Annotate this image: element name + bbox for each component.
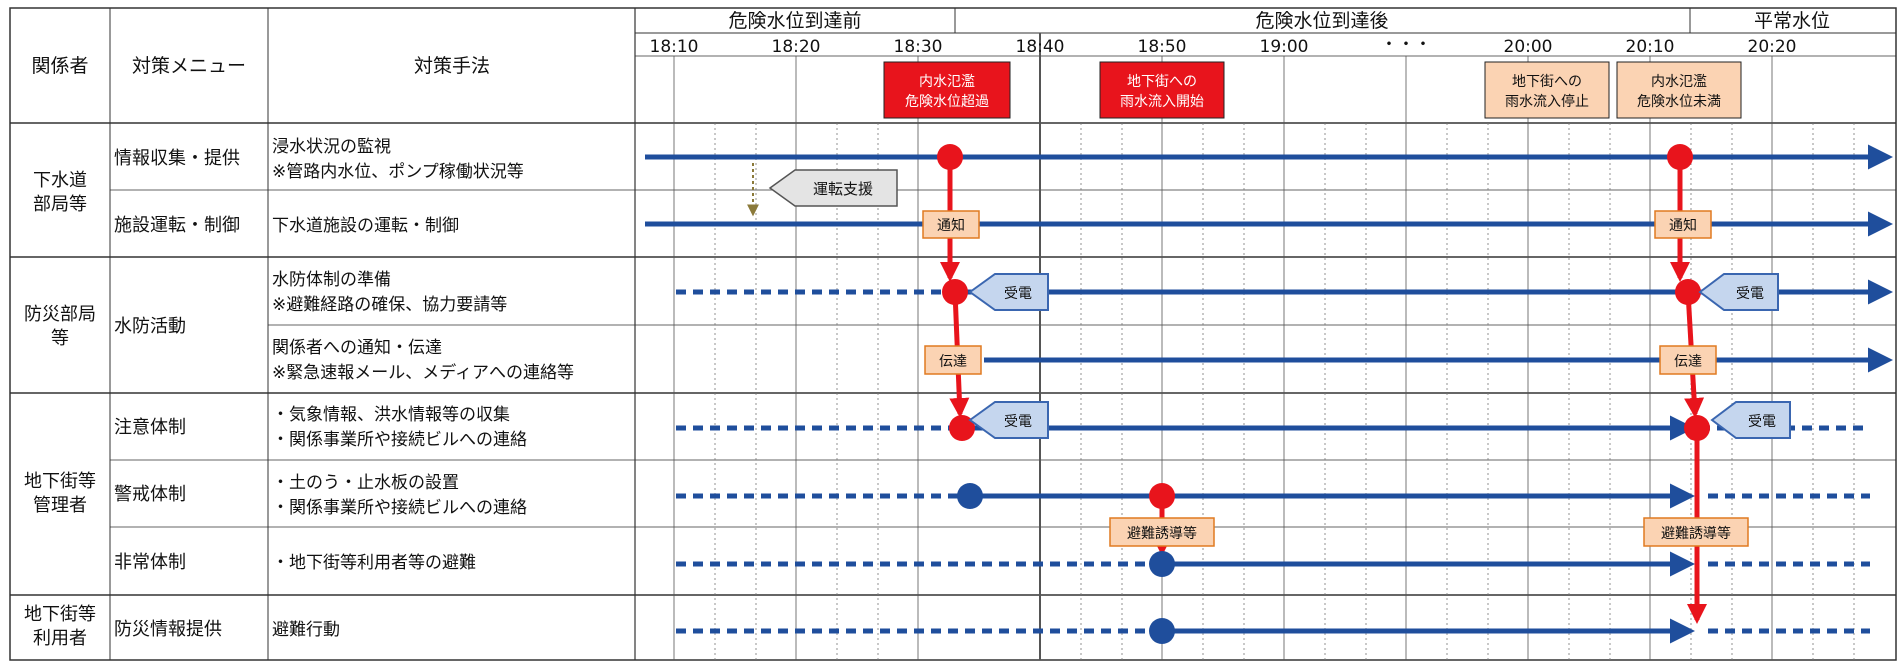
event-line: 危険水位超過 xyxy=(905,94,989,110)
phase-before: 危険水位到達前 xyxy=(728,10,861,32)
menu-info: 情報収集・提供 xyxy=(114,148,240,169)
time-label: 18:20 xyxy=(772,37,821,57)
receive-callout: 受電 xyxy=(1710,401,1791,439)
menu-flood: 水防活動 xyxy=(114,316,186,337)
menu-disaster-info: 防災情報提供 xyxy=(114,619,222,640)
event-line: 内水氾濫 xyxy=(919,74,975,90)
method-text: 避難行動 xyxy=(272,620,340,640)
event-nodes xyxy=(937,144,1710,509)
notify-label: 通知 xyxy=(937,217,965,234)
operation-support-label: 運転支援 xyxy=(813,180,873,198)
method-text: ・気象情報、洪水情報等の収集 xyxy=(272,405,510,425)
method-text: 下水道施設の運転・制御 xyxy=(272,216,459,236)
method-text: ・土のう・止水板の設置 xyxy=(272,473,459,493)
notify-label-box: 通知 xyxy=(922,210,980,239)
transmit-label-box: 伝達 xyxy=(1659,345,1717,375)
stakeholder-manager: 管理者 xyxy=(33,495,87,516)
event-line: 危険水位未満 xyxy=(1637,94,1721,110)
menu-caution: 注意体制 xyxy=(114,417,186,438)
transmit-label: 伝達 xyxy=(1674,354,1702,370)
event-node xyxy=(1149,483,1175,509)
event-node xyxy=(937,144,963,170)
receive-callout: 受電 xyxy=(1698,273,1779,311)
evacuation-label: 避難誘導等 xyxy=(1127,525,1197,542)
stakeholder-sewer: 部局等 xyxy=(33,194,87,215)
stakeholder-user: 地下街等 xyxy=(24,604,96,625)
receive-label: 受電 xyxy=(1004,286,1032,302)
time-label: 20:10 xyxy=(1626,37,1675,57)
start-node xyxy=(1149,551,1175,577)
method-text: ・関係事業所や接続ビルへの連絡 xyxy=(272,498,527,518)
operation-support-callout: 運転支援 xyxy=(747,163,898,217)
start-node xyxy=(1149,618,1175,644)
receive-label: 受電 xyxy=(1736,286,1764,302)
event-node xyxy=(942,279,968,305)
stakeholder-disaster: 等 xyxy=(51,328,69,349)
event-line: 雨水流入停止 xyxy=(1505,93,1589,110)
event-node xyxy=(1667,144,1693,170)
method-text: 浸水状況の監視 xyxy=(272,137,391,157)
time-label: 18:50 xyxy=(1138,37,1187,57)
stakeholder-disaster: 防災部局 xyxy=(24,304,96,325)
time-label: 20:00 xyxy=(1504,37,1553,57)
menu-facility: 施設運転・制御 xyxy=(114,215,240,236)
header-menu: 対策メニュー xyxy=(132,55,246,77)
event-danger-below: 内水氾濫 危険水位未満 xyxy=(1616,61,1742,119)
header-method: 対策手法 xyxy=(414,55,490,77)
time-label: 19:00 xyxy=(1260,37,1309,57)
event-danger-exceeded: 内水氾濫 危険水位超過 xyxy=(883,61,1011,119)
event-line: 地下街への xyxy=(1512,74,1582,90)
transmit-label-box: 伝達 xyxy=(924,345,982,375)
event-node xyxy=(1684,415,1710,441)
notify-label-box: 通知 xyxy=(1654,210,1712,239)
receive-label: 受電 xyxy=(1748,414,1776,430)
evacuation-label-box: 避難誘導等 xyxy=(1643,517,1749,547)
header-stakeholder: 関係者 xyxy=(31,55,88,77)
method-text: ※管路内水位、ポンプ稼働状況等 xyxy=(272,162,524,182)
receive-label: 受電 xyxy=(1004,414,1032,430)
phase-after: 危険水位到達後 xyxy=(1255,10,1388,32)
event-line: 雨水流入開始 xyxy=(1120,94,1204,110)
evacuation-label-box: 避難誘導等 xyxy=(1109,517,1215,547)
phase-normal: 平常水位 xyxy=(1754,10,1830,32)
time-label: 20:20 xyxy=(1748,37,1797,57)
method-text: 関係者への通知・伝達 xyxy=(272,338,442,358)
time-labels: 18:10 18:20 18:30 18:40 18:50 19:00 ・・・ … xyxy=(650,35,1797,57)
menu-warning: 警戒体制 xyxy=(114,484,186,505)
time-label: 18:30 xyxy=(894,37,943,57)
event-line: 内水氾濫 xyxy=(1651,74,1707,90)
event-inflow-stop: 地下街への 雨水流入停止 xyxy=(1484,61,1610,119)
event-node xyxy=(1675,279,1701,305)
time-label: ・・・ xyxy=(1381,35,1432,55)
receive-callout: 受電 xyxy=(968,401,1049,439)
event-inflow-start: 地下街への 雨水流入開始 xyxy=(1099,61,1225,119)
method-text: 水防体制の準備 xyxy=(272,270,391,290)
menu-emergency: 非常体制 xyxy=(114,552,186,573)
event-line: 地下街への xyxy=(1127,74,1197,90)
event-node xyxy=(949,415,975,441)
time-label: 18:40 xyxy=(1016,37,1065,57)
time-label: 18:10 xyxy=(650,37,699,57)
table-frame xyxy=(9,7,1897,661)
method-text: ※避難経路の確保、協力要請等 xyxy=(272,295,507,315)
stakeholder-user: 利用者 xyxy=(33,628,87,649)
method-text: ・地下街等利用者等の避難 xyxy=(272,553,476,573)
stakeholder-sewer: 下水道 xyxy=(33,170,87,191)
method-text: ※緊急速報メール、メディアへの連絡等 xyxy=(272,362,574,383)
start-node xyxy=(957,483,983,509)
stakeholder-manager: 地下街等 xyxy=(24,471,96,492)
transmit-label: 伝達 xyxy=(939,354,967,370)
evacuation-label: 避難誘導等 xyxy=(1661,525,1731,542)
method-text: ・関係事業所や接続ビルへの連絡 xyxy=(272,430,527,450)
start-nodes xyxy=(957,483,1175,644)
notify-label: 通知 xyxy=(1669,217,1697,234)
receive-callout: 受電 xyxy=(968,273,1049,311)
